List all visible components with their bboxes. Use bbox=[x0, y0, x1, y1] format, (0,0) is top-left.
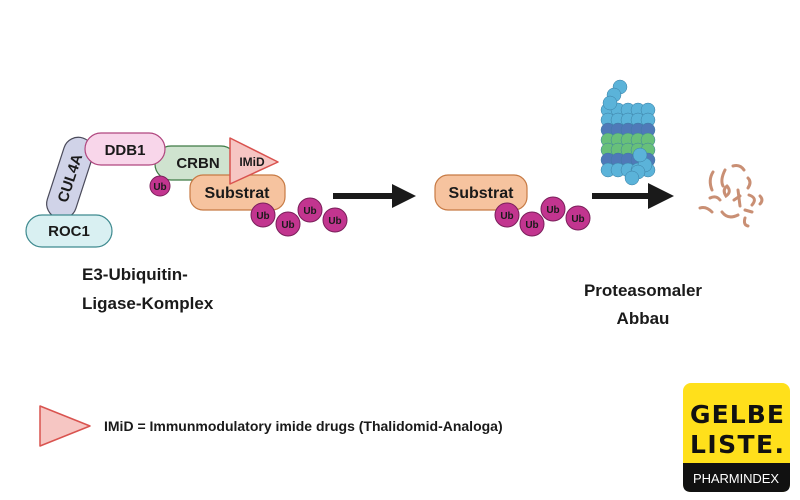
roc1-label: ROC1 bbox=[48, 223, 90, 240]
legend: IMiD = Immunmodulatory imide drugs (Thal… bbox=[39, 405, 503, 447]
ubiquitin-chain: Ub Ub Ub Ub bbox=[250, 197, 348, 237]
svg-text:Ub: Ub bbox=[303, 206, 316, 217]
proteasome-caption-line2: Abbau bbox=[617, 309, 670, 328]
ubiquitin-chain: Ub Ub Ub Ub bbox=[494, 196, 591, 237]
svg-text:Ub: Ub bbox=[153, 182, 166, 193]
roc1-subunit: ROC1 bbox=[25, 214, 113, 248]
svg-text:Ub: Ub bbox=[328, 216, 341, 227]
substrate-ubiquitinated: Substrat bbox=[434, 174, 528, 211]
ubiquitin: Ub bbox=[149, 175, 171, 197]
complex-caption-line2: Ligase-Komplex bbox=[82, 294, 214, 313]
imid-molecule: IMiD bbox=[229, 137, 279, 185]
ddb1-label: DDB1 bbox=[105, 142, 146, 159]
substrate-label: Substrat bbox=[205, 185, 271, 202]
ubiquitin: Ub bbox=[565, 205, 591, 231]
ddb1-subunit: DDB1 bbox=[84, 132, 166, 166]
svg-text:PHARMINDEX: PHARMINDEX bbox=[693, 471, 779, 486]
svg-text:Ub: Ub bbox=[281, 220, 294, 231]
svg-text:Ub: Ub bbox=[500, 211, 513, 222]
gelbe-liste-logo: GELBE LISTE. PHARMINDEX bbox=[683, 383, 790, 492]
ubiquitin: Ub bbox=[250, 202, 276, 228]
ubiquitin: Ub bbox=[540, 196, 566, 222]
peptide-fragments-icon bbox=[698, 164, 764, 228]
ubiquitin: Ub bbox=[519, 211, 545, 237]
substrate-label: Substrat bbox=[449, 185, 515, 202]
substrate-bound: Substrat bbox=[189, 174, 286, 211]
proteasome-caption-line1: Proteasomaler bbox=[584, 281, 702, 300]
ubiquitin: Ub bbox=[297, 197, 323, 223]
svg-text:Ub: Ub bbox=[525, 220, 538, 231]
proteasome-icon bbox=[600, 79, 656, 186]
ubiquitin: Ub bbox=[275, 211, 301, 237]
legend-text: IMiD = Immunmodulatory imide drugs (Thal… bbox=[104, 418, 503, 434]
arrow-right bbox=[592, 183, 674, 209]
svg-text:LISTE.: LISTE. bbox=[690, 430, 784, 459]
crbn-label: CRBN bbox=[176, 155, 219, 172]
complex-caption-line1: E3-Ubiquitin- bbox=[82, 265, 188, 284]
imid-legend-triangle-icon bbox=[39, 405, 91, 447]
svg-text:Ub: Ub bbox=[571, 214, 584, 225]
svg-text:GELBE: GELBE bbox=[690, 400, 784, 429]
svg-text:Ub: Ub bbox=[546, 205, 559, 216]
arrow-right bbox=[333, 184, 416, 208]
ubiquitin: Ub bbox=[322, 207, 348, 233]
imid-label: IMiD bbox=[239, 155, 265, 169]
svg-text:Ub: Ub bbox=[256, 211, 269, 222]
ubiquitin: Ub bbox=[494, 202, 520, 228]
